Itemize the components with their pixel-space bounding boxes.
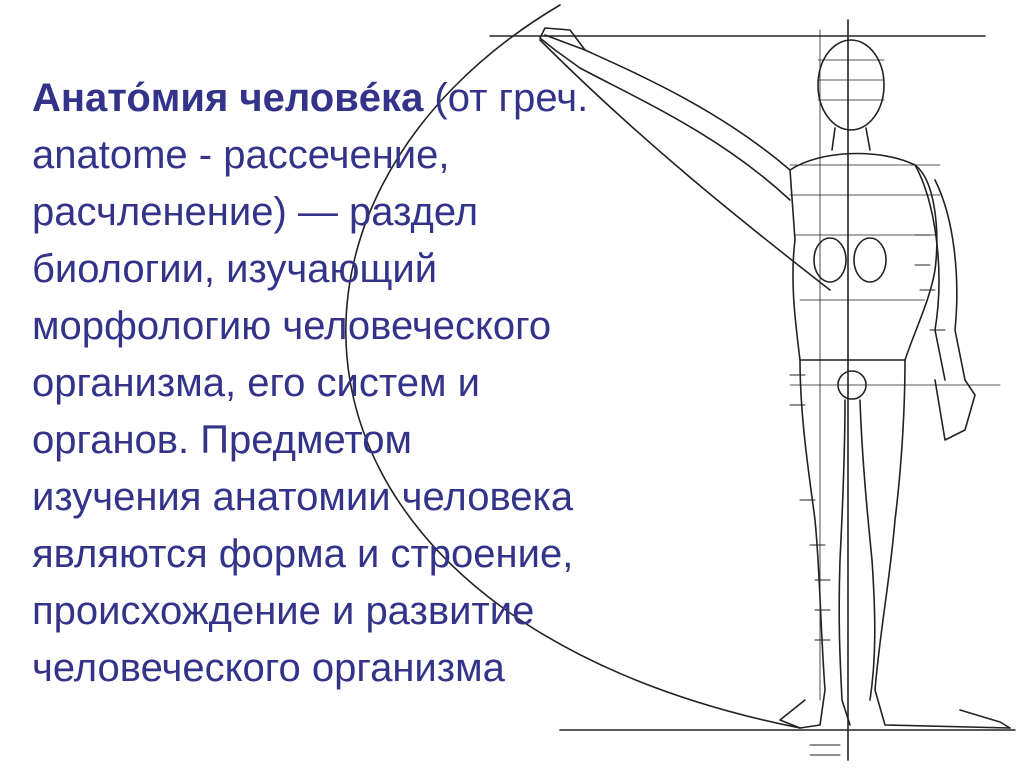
definition-line-7: органов. Предметом xyxy=(32,418,412,462)
definition-line-6: организма, его систем и xyxy=(32,361,480,405)
lowered-arm xyxy=(914,164,966,381)
definition-line-8: изучения анатомии человека xyxy=(32,475,574,519)
definition-line-9: являются форма и строение, xyxy=(32,532,574,576)
head xyxy=(817,39,885,131)
definition-line-3: расчленение) — раздел xyxy=(32,190,479,234)
definition-text: Анато́мия человéка (от греч. anatome - р… xyxy=(32,70,672,697)
term-heading: Анато́мия человéка xyxy=(32,76,424,120)
raised-arm xyxy=(544,34,791,201)
definition-line-1: Анато́мия человéка (от греч. xyxy=(32,70,672,127)
raised-hand xyxy=(539,27,586,69)
right-leg xyxy=(799,359,851,729)
term-origin: (от греч. xyxy=(423,76,589,120)
definition-line-2: anatome - рассечение, xyxy=(32,133,450,177)
definition-line-5: морфологию человеческого xyxy=(32,304,552,348)
definition-line-10: происхождение и развитие xyxy=(32,589,535,633)
definition-line-11: человеческого организма xyxy=(32,646,505,690)
proportion-arc xyxy=(345,4,801,729)
lowered-hand xyxy=(934,379,976,441)
torso xyxy=(789,152,938,361)
left-leg xyxy=(859,359,1011,729)
definition-line-4: биологии, изучающий xyxy=(32,247,438,291)
